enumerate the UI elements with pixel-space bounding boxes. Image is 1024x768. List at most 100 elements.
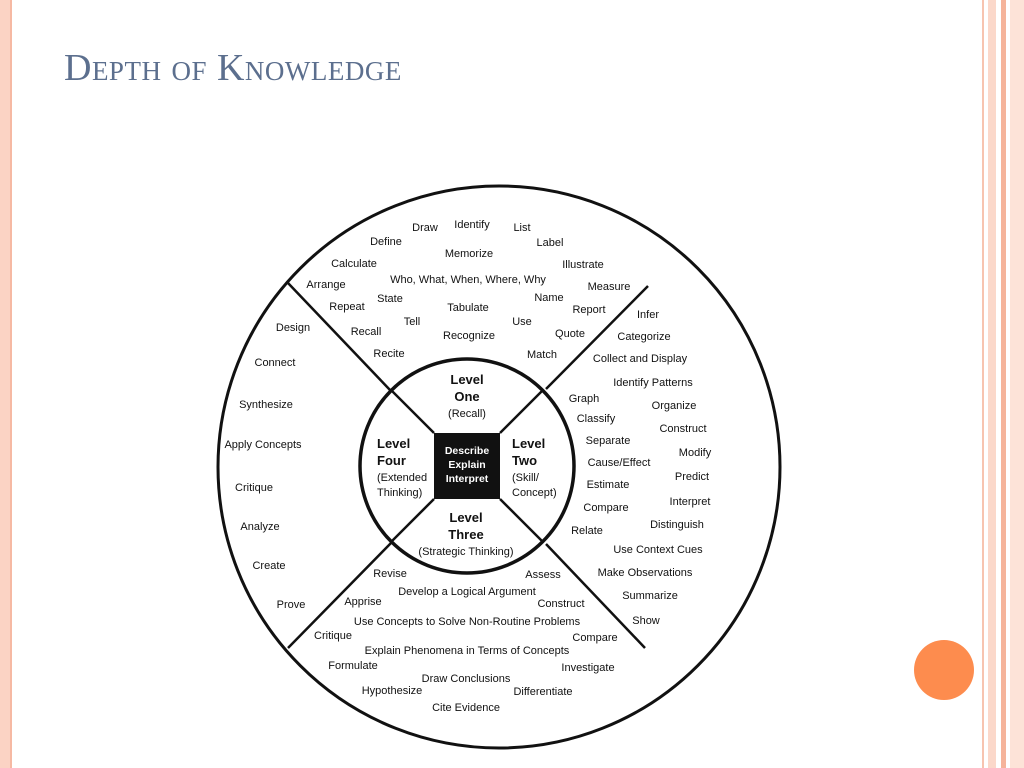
slide-border-left [0, 0, 12, 768]
verb-word: Tell [404, 316, 421, 328]
border-stripe [982, 0, 984, 768]
verb-word: Organize [652, 400, 697, 412]
inner-divider [390, 498, 435, 543]
center-text: Describe [445, 445, 490, 457]
verb-word: Identify [454, 219, 490, 231]
verb-word: Design [276, 322, 310, 334]
level-two-sub: Concept) [512, 487, 557, 499]
verb-word: Collect and Display [593, 353, 688, 365]
verb-word: Prove [277, 599, 306, 611]
verb-word: Draw Conclusions [422, 673, 511, 685]
verb-word: Create [252, 560, 285, 572]
verb-word: Modify [679, 447, 712, 459]
verb-word: State [377, 293, 403, 305]
inner-divider [390, 389, 435, 434]
level-one-label: One [454, 389, 479, 404]
divider-top-right [545, 285, 649, 390]
level-one-sub: (Recall) [448, 408, 486, 420]
verb-word: Infer [637, 309, 659, 321]
verb-word: Predict [675, 471, 709, 483]
verb-word: Tabulate [447, 302, 489, 314]
level-two-label: Level [512, 436, 545, 451]
verb-word: Relate [571, 525, 603, 537]
verb-word: Show [632, 615, 660, 627]
divider-bottom-left [287, 542, 392, 649]
verb-word: Recite [373, 348, 404, 360]
verb-word: Cause/Effect [588, 457, 651, 469]
verb-word: Synthesize [239, 399, 293, 411]
inner-divider [499, 498, 544, 543]
verb-word: Define [370, 236, 402, 248]
verb-word: Apply Concepts [224, 439, 302, 451]
verb-word: Repeat [329, 301, 364, 313]
verb-word: Measure [588, 281, 631, 293]
level-four-label: Four [377, 453, 406, 468]
verb-word: Draw [412, 222, 438, 234]
inner-divider [499, 389, 544, 434]
level-four-sub: (Extended [377, 472, 427, 484]
level-four-sub: Thinking) [377, 487, 422, 499]
verb-word: Construct [659, 423, 706, 435]
verb-word: Recognize [443, 330, 495, 342]
verb-word: Arrange [306, 279, 345, 291]
verb-word: Use Concepts to Solve Non-Routine Proble… [354, 616, 581, 628]
level-two-sub: (Skill/ [512, 472, 540, 484]
level-three-sub: (Strategic Thinking) [418, 546, 513, 558]
verb-word: Make Observations [598, 567, 693, 579]
verb-word: Label [537, 237, 564, 249]
verb-word: Analyze [240, 521, 279, 533]
border-stripe [1001, 0, 1006, 768]
verb-word: Differentiate [513, 686, 572, 698]
verb-word: Quote [555, 328, 585, 340]
verb-word: Compare [583, 502, 628, 514]
verb-word: Compare [572, 632, 617, 644]
divider-top-left [287, 282, 391, 391]
verb-word: Recall [351, 326, 382, 338]
verb-word: Match [527, 349, 557, 361]
center-text: Explain [448, 459, 485, 471]
verb-word: Categorize [617, 331, 670, 343]
verb-word: Explain Phenomena in Terms of Concepts [365, 645, 570, 657]
border-stripe [1010, 0, 1024, 768]
verb-word: Connect [255, 357, 296, 369]
verb-word: Graph [569, 393, 600, 405]
decorative-orange-circle [914, 640, 974, 700]
verb-word: Assess [525, 569, 561, 581]
verb-word: Cite Evidence [432, 702, 500, 714]
verb-word: Critique [235, 482, 273, 494]
verb-word: Use [512, 316, 532, 328]
verb-word: Illustrate [562, 259, 604, 271]
level-three-label: Three [448, 527, 483, 542]
verb-word: Interpret [670, 496, 711, 508]
slide-title: Depth of Knowledge [64, 47, 402, 89]
verb-word: Critique [314, 630, 352, 642]
verb-word: Apprise [344, 596, 381, 608]
verb-word: Who, What, When, Where, Why [390, 274, 546, 286]
divider-bottom-right [545, 543, 646, 649]
level-one-label: Level [450, 372, 483, 387]
verb-word: Identify Patterns [613, 377, 693, 389]
outer-circle [216, 184, 782, 750]
verb-word: Summarize [622, 590, 678, 602]
verb-word: Formulate [328, 660, 378, 672]
center-text: Interpret [446, 473, 489, 485]
verb-word: Classify [577, 413, 616, 425]
verb-word: Memorize [445, 248, 493, 260]
verb-word: Develop a Logical Argument [398, 586, 536, 598]
level-four-label: Level [377, 436, 410, 451]
verb-word: Name [534, 292, 563, 304]
verb-word: Report [572, 304, 605, 316]
verb-word: Hypothesize [362, 685, 423, 697]
level-two-label: Two [512, 453, 537, 468]
verb-word: Calculate [331, 258, 377, 270]
verb-word: Revise [373, 568, 407, 580]
verb-word: List [513, 222, 530, 234]
border-stripe [988, 0, 996, 768]
verb-word: Separate [586, 435, 631, 447]
level-three-label: Level [449, 510, 482, 525]
verb-word: Investigate [561, 662, 614, 674]
verb-word: Distinguish [650, 519, 704, 531]
verb-word: Estimate [587, 479, 630, 491]
verb-word: Use Context Cues [613, 544, 703, 556]
